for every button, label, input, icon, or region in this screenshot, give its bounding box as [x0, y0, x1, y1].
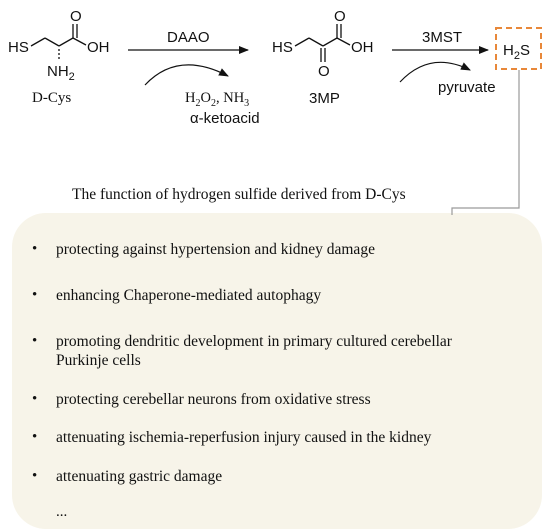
step1-arrow: DAAO H2O2, NH3 α-ketoacid [128, 29, 260, 127]
mp-label: 3MP [309, 90, 340, 107]
byproducts-h2o2-nh3: H2O2, NH3 [185, 90, 249, 109]
list-item: •promoting dendritic development in prim… [32, 333, 452, 369]
mp-structure: HS O OH O 3MP [272, 8, 374, 107]
d-cys-structure: HS O OH NH2 D-Cys [8, 8, 110, 106]
enzyme-3mst: 3MST [422, 29, 462, 46]
bullet-icon: • [32, 391, 38, 407]
list-item: •enhancing Chaperone-mediated autophagy [32, 287, 322, 304]
h2s-highlight-box [495, 27, 542, 70]
list-item: •protecting cerebellar neurons from oxid… [32, 391, 371, 408]
h2s-connector [451, 70, 520, 215]
bullet-icon: • [32, 333, 38, 349]
dcys-hs: HS [8, 39, 29, 56]
bullet-icon: • [32, 429, 38, 445]
bullet-icon: • [32, 287, 38, 303]
list-item: •attenuating gastric damage [32, 468, 223, 485]
dcys-nh: NH2 [47, 63, 75, 83]
h2s-product: H2S [495, 27, 542, 70]
function-panel [12, 213, 542, 529]
mp-hs: HS [272, 39, 293, 56]
h2s-label: H2S [503, 42, 530, 62]
dcys-label: D-Cys [32, 90, 71, 106]
mp-o-top: O [334, 8, 346, 25]
mp-o-bottom: O [318, 63, 330, 80]
bullet-icon: • [32, 241, 38, 257]
mp-oh: OH [351, 39, 374, 56]
list-item: •protecting against hypertension and kid… [32, 241, 375, 258]
panel-title: The function of hydrogen sulfide derived… [72, 186, 406, 203]
enzyme-daao: DAAO [167, 29, 210, 46]
dcys-o: O [70, 8, 82, 25]
byproduct-pyruvate: pyruvate [438, 79, 496, 96]
step2-arrow: 3MST pyruvate [392, 29, 496, 96]
bullet-icon: • [32, 468, 38, 484]
list-ellipsis: ... [56, 504, 68, 520]
list-item: •attenuating ischemia-reperfusion injury… [32, 429, 432, 446]
dcys-oh: OH [87, 39, 110, 56]
byproduct-ketoacid: α-ketoacid [190, 110, 260, 127]
